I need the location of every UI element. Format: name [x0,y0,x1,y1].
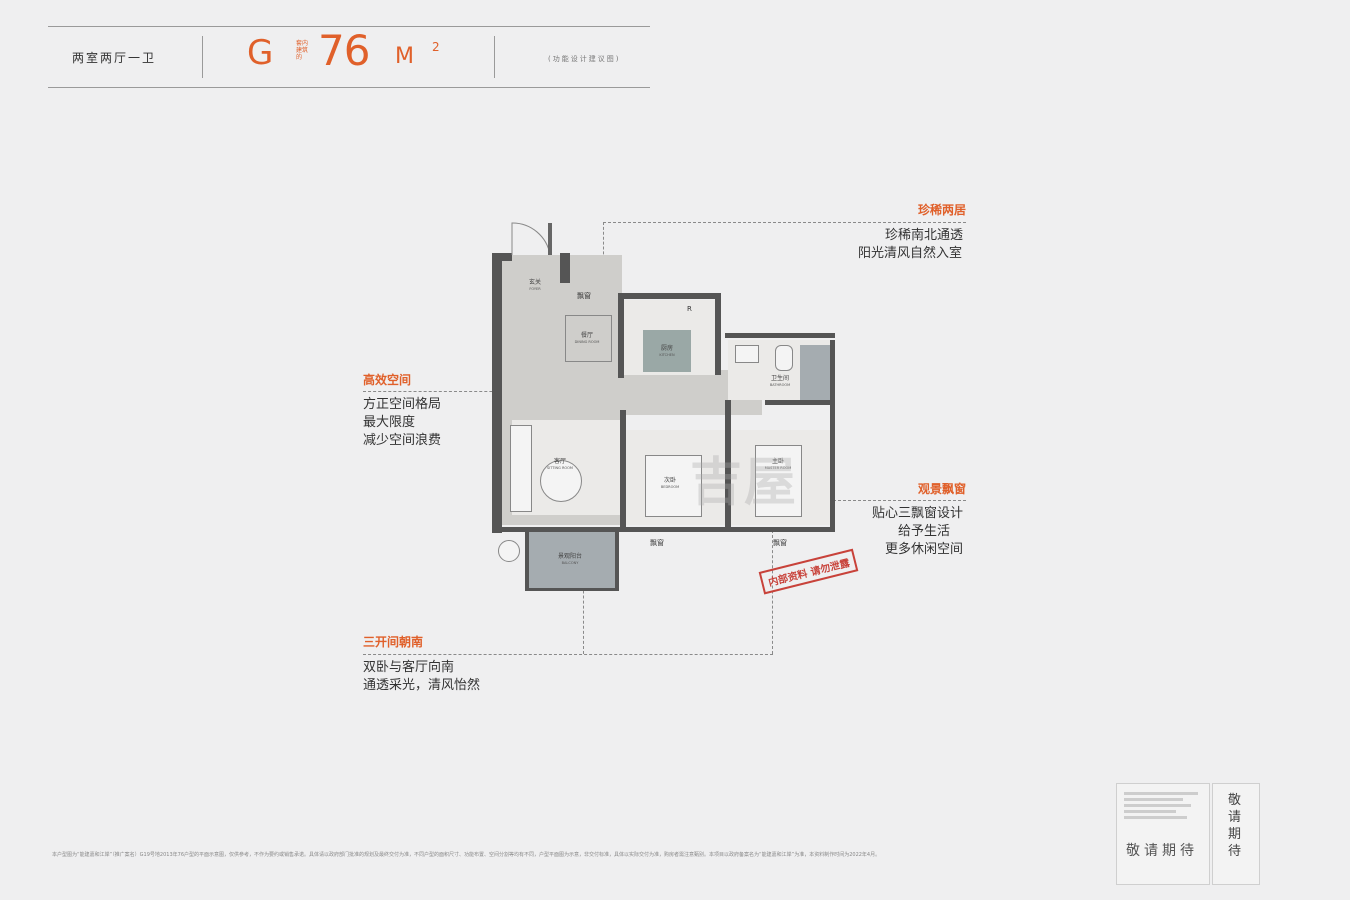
wall [725,400,731,530]
feature-title: 三开间朝南 [363,635,424,649]
function-note: (功能设计建议图) [548,55,621,63]
unit-code: G [247,33,274,73]
feature-title: 观景飘窗 [918,482,967,496]
feature-line: 双卧与客厅向南 [363,660,455,675]
feature-line: 减少空间浪费 [363,433,442,448]
qr-badge-right [1212,783,1260,885]
wall [618,293,720,299]
feature-line: 最大限度 [363,415,416,430]
feature-line: 珍稀南北通透 [885,228,964,243]
master-bed [755,445,802,517]
wall [620,410,626,530]
feature-title: 珍稀两居 [918,203,967,217]
feature-line: 贴心三飘窗设计 [872,506,964,521]
callout-line [772,530,773,654]
entry-door-swing [511,222,552,256]
wall [715,293,721,375]
badge-text-left: 敬请期待 [1126,843,1198,859]
feature-line: 方正空间格局 [363,397,442,412]
fridge-mark: R [687,305,692,313]
feature-line: 通透采光，清风怡然 [363,678,481,693]
area-unit: M [395,44,414,69]
blurred-text [1124,792,1198,822]
header-top-rule [48,26,650,27]
wall [560,253,570,283]
area-number: 76 [318,26,370,75]
bay-window-label: 飘窗 [577,292,591,300]
balcony-floor [528,530,616,588]
kitchen-island [643,330,691,372]
feature-title: 高效空间 [363,373,412,387]
coffee-table [540,460,582,502]
wall [765,400,830,405]
unit-code-note: 套内建筑的 [296,40,309,61]
header-bottom-rule [48,87,650,88]
wall [525,588,619,591]
wall [492,527,835,532]
callout-line [583,530,584,654]
wall [492,255,502,533]
wash-basin [735,345,759,363]
wall [830,340,835,530]
feature-line: 给予生活 [898,524,951,539]
washing-machine [498,540,520,562]
room-type: 两室两厅一卫 [72,51,157,65]
bay-window-label: 飘窗 [650,539,664,547]
area-superscript: 2 [432,40,440,54]
header-divider [202,36,203,78]
watermark: 吉屋 [690,453,799,513]
sofa [510,425,532,512]
wall [725,333,835,338]
callout-line [603,222,604,274]
header-divider [494,36,495,78]
callout-line [363,654,773,655]
callout-line [603,222,966,223]
callout-line [828,500,966,501]
feature-line: 阳光清风自然入室 [858,246,963,261]
toilet [775,345,793,371]
bay-window-label: 飘窗 [773,539,787,547]
dining-table [565,315,612,362]
wall [618,293,624,378]
wall [492,253,512,261]
badge-text-right: 敬请期待 [1228,793,1242,859]
wall [525,532,529,590]
feature-line: 更多休闲空间 [885,542,964,557]
disclaimer: 本户型图为“能建嘉和江岸”（推广案名）G19号地2013年76户型的平面示意图，… [52,852,881,858]
second-bed [645,455,702,517]
shower-area [800,345,830,400]
callout-line [363,391,553,392]
wall [615,532,619,590]
